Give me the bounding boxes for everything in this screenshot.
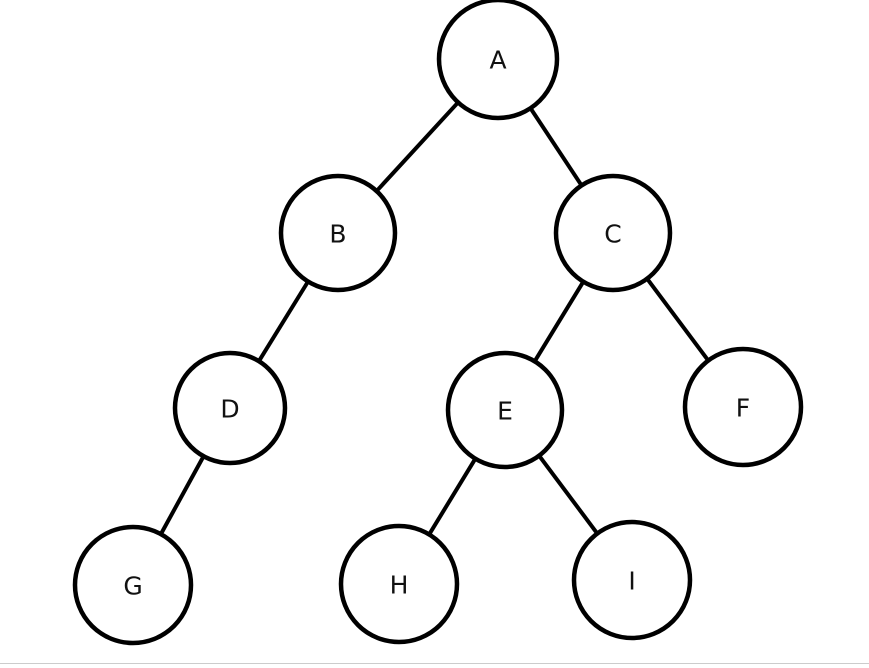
tree-node-e[interactable]: E <box>445 350 565 470</box>
tree-node-circle-c[interactable] <box>553 173 673 293</box>
tree-node-label-i: I <box>628 567 635 596</box>
tree-node-c[interactable]: C <box>553 173 673 293</box>
tree-node-label-b: B <box>329 220 346 249</box>
tree-edge-a-c <box>528 107 584 187</box>
bottom-divider <box>0 663 869 664</box>
tree-node-label-c: C <box>604 220 621 249</box>
tree-node-g[interactable]: G <box>72 524 194 646</box>
tree-node-label-h: H <box>390 571 409 600</box>
tree-node-circle-h[interactable] <box>338 523 460 645</box>
tree-edge-c-f <box>645 277 710 362</box>
tree-edge-d-g <box>159 455 206 536</box>
tree-edge-e-h <box>427 457 478 536</box>
tree-node-label-f: F <box>736 394 750 423</box>
tree-node-h[interactable]: H <box>338 523 460 645</box>
tree-node-b[interactable]: B <box>278 173 398 293</box>
edge-layer <box>159 101 710 536</box>
node-layer: A B C D E F G H I <box>72 0 804 646</box>
tree-node-circle-d[interactable] <box>172 350 288 466</box>
tree-node-circle-b[interactable] <box>278 173 398 293</box>
tree-edge-c-e <box>532 280 586 363</box>
tree-node-circle-f[interactable] <box>682 346 804 468</box>
tree-node-d[interactable]: D <box>172 350 288 466</box>
tree-node-label-g: G <box>123 572 142 601</box>
tree-edge-e-i <box>537 454 599 535</box>
tree-node-label-e: E <box>497 397 513 426</box>
tree-node-i[interactable]: I <box>571 519 693 641</box>
tree-node-label-a: A <box>489 46 506 75</box>
tree-node-circle-e[interactable] <box>445 350 565 470</box>
tree-node-f[interactable]: F <box>682 346 804 468</box>
tree-node-label-d: D <box>220 395 239 424</box>
tree-edge-a-b <box>375 101 460 193</box>
tree-node-circle-a[interactable] <box>436 0 560 121</box>
tree-edge-b-d <box>257 280 310 363</box>
tree-node-a[interactable]: A <box>436 0 560 121</box>
tree-node-circle-i[interactable] <box>571 519 693 641</box>
tree-node-circle-g[interactable] <box>72 524 194 646</box>
